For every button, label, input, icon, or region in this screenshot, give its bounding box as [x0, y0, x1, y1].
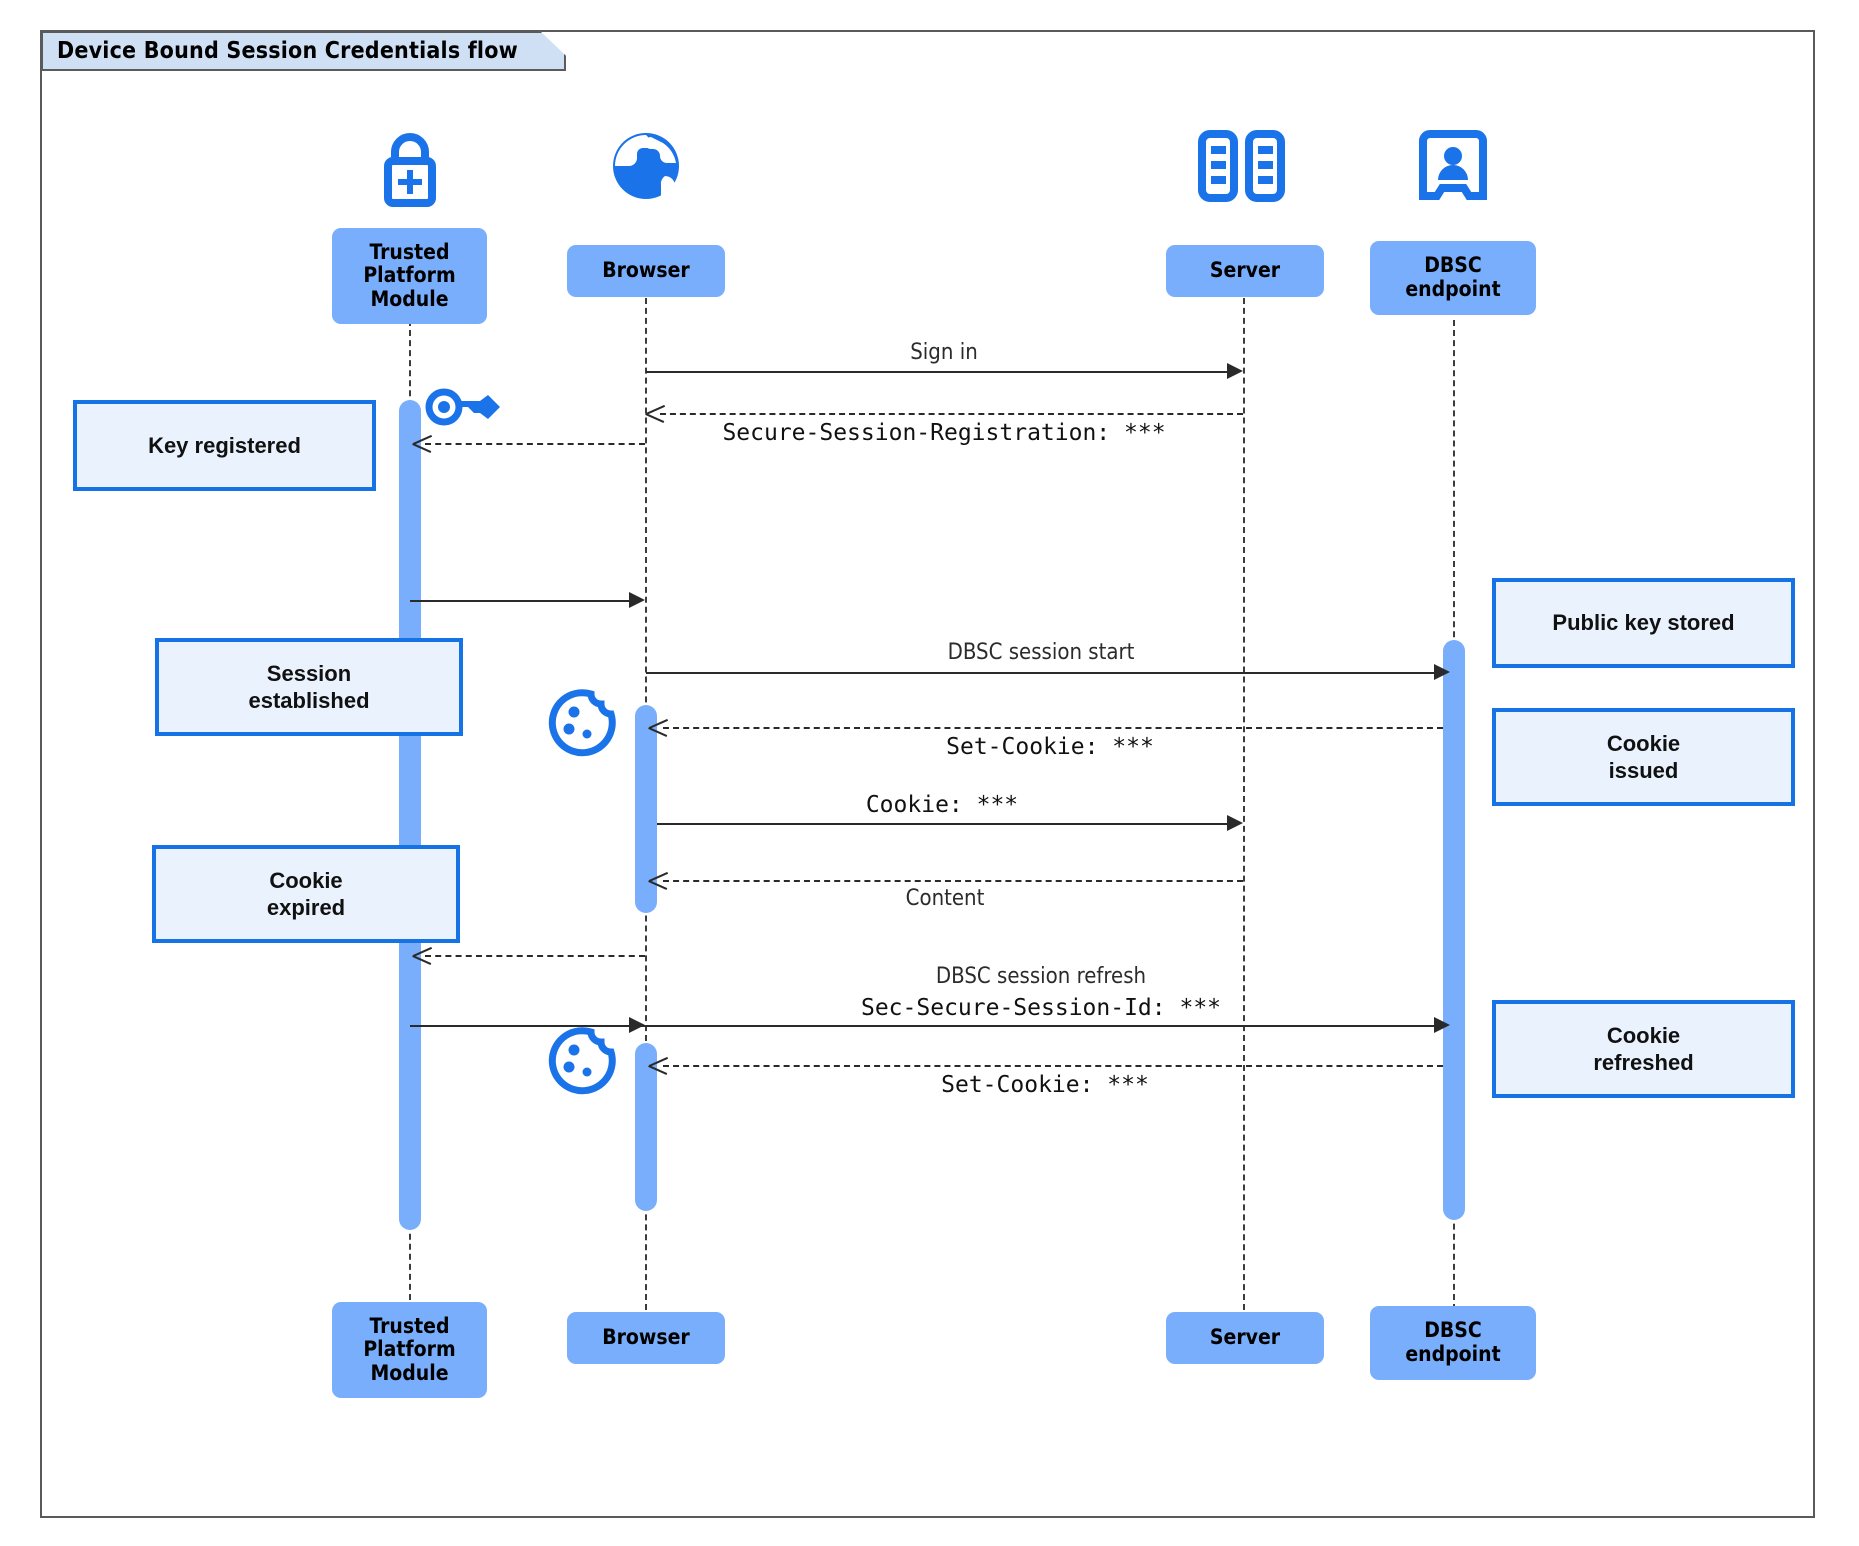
lock-plus-icon — [371, 128, 449, 213]
participant-label-server: Server — [1209, 258, 1281, 283]
message-label-set-cookie-1: Set-Cookie: *** — [946, 734, 1154, 760]
note-text-cookie-refreshed: Cookie refreshed — [1593, 1022, 1694, 1076]
activation-bar-tpm — [399, 400, 421, 1230]
participant-label-browser: Browser — [602, 258, 690, 283]
message-arrowhead-cookie — [1227, 815, 1243, 831]
participant-box-tpm-top[interactable]: Trusted Platform Module — [332, 228, 487, 324]
note-text-session-established: Session established — [248, 660, 370, 714]
message-label-cookie: Cookie: *** — [865, 792, 1019, 818]
message-label-secure-session-registration: Secure-Session-Registration: *** — [722, 420, 1166, 446]
message-label-set-cookie-2: Set-Cookie: *** — [941, 1072, 1149, 1098]
participant-label-tpm-bottom: Trusted Platform Module — [363, 1313, 456, 1385]
message-arrowhead-refresh-to-browser — [629, 1017, 645, 1033]
participant-box-dbsc-bottom[interactable]: DBSC endpoint — [1370, 1306, 1536, 1380]
message-arrowhead-dbsc-session-refresh — [1434, 1017, 1450, 1033]
note-text-key-registered: Key registered — [148, 432, 301, 458]
message-label-dbsc-session-refresh: DBSC session refresh — [935, 964, 1147, 989]
message-line-sign-in — [646, 371, 1227, 373]
participant-box-dbsc-top[interactable]: DBSC endpoint — [1370, 241, 1536, 315]
participant-label-dbsc-bottom: DBSC endpoint — [1405, 1318, 1501, 1366]
activation-bar-browser-2 — [635, 1043, 657, 1211]
message-line-register-key — [425, 443, 645, 445]
message-arrowhead-refresh-sign — [413, 946, 432, 965]
key-icon — [424, 383, 502, 436]
participant-box-browser-bottom[interactable]: Browser — [567, 1312, 725, 1364]
message-arrowhead-dbsc-session-start — [1434, 664, 1450, 680]
message-arrowhead-key-ready — [629, 592, 645, 608]
participant-box-server-top[interactable]: Server — [1166, 245, 1324, 297]
cookie-icon — [547, 1026, 617, 1101]
message-label-content: Content — [905, 886, 985, 911]
diagram-title-tab: Device Bound Session Credentials flow — [41, 31, 566, 71]
message-line-key-ready — [410, 600, 631, 602]
note-public-key-stored: Public key stored — [1492, 578, 1795, 668]
note-text-cookie-expired: Cookie expired — [266, 867, 346, 921]
globe-icon — [608, 128, 684, 209]
message-label-sign-in: Sign in — [910, 340, 978, 365]
message-line-set-cookie-1 — [663, 727, 1443, 729]
message-label-sec-secure-session-id: Sec-Secure-Session-Id: *** — [860, 995, 1222, 1021]
participant-box-browser-top[interactable]: Browser — [567, 245, 725, 297]
note-cookie-refreshed: Cookie refreshed — [1492, 1000, 1795, 1098]
note-key-registered: Key registered — [73, 400, 376, 491]
note-text-public-key-stored: Public key stored — [1552, 610, 1735, 636]
cookie-icon — [547, 688, 617, 763]
id-badge-icon — [1418, 130, 1488, 209]
participant-label-tpm: Trusted Platform Module — [363, 239, 456, 311]
message-line-dbsc-session-refresh — [410, 1025, 1436, 1027]
participant-label-dbsc: DBSC endpoint — [1405, 253, 1501, 301]
message-arrowhead-sign-in — [1227, 363, 1243, 379]
activation-bar-dbsc — [1443, 640, 1465, 1220]
activation-bar-browser-1 — [635, 705, 657, 913]
participant-label-browser-bottom: Browser — [602, 1325, 690, 1350]
message-line-content — [663, 880, 1243, 882]
message-line-dbsc-session-start — [646, 672, 1436, 674]
message-line-cookie — [657, 823, 1227, 825]
diagram-title: Device Bound Session Credentials flow — [57, 38, 518, 64]
participant-box-server-bottom[interactable]: Server — [1166, 1312, 1324, 1364]
lifeline-server — [1243, 288, 1245, 1310]
participant-box-tpm-bottom[interactable]: Trusted Platform Module — [332, 1302, 487, 1398]
note-session-established: Session established — [155, 638, 463, 736]
message-line-secure-session-registration — [660, 413, 1243, 415]
note-text-cookie-issued: Cookie issued — [1606, 730, 1681, 784]
message-label-dbsc-session-start: DBSC session start — [947, 640, 1135, 665]
note-cookie-expired: Cookie expired — [152, 845, 460, 943]
message-line-refresh-sign — [425, 955, 645, 957]
participant-label-server-bottom: Server — [1209, 1325, 1281, 1350]
note-cookie-issued: Cookie issued — [1492, 708, 1795, 806]
message-arrowhead-register-key — [413, 434, 432, 453]
server-racks-icon — [1197, 130, 1287, 207]
message-line-set-cookie-2 — [663, 1065, 1443, 1067]
